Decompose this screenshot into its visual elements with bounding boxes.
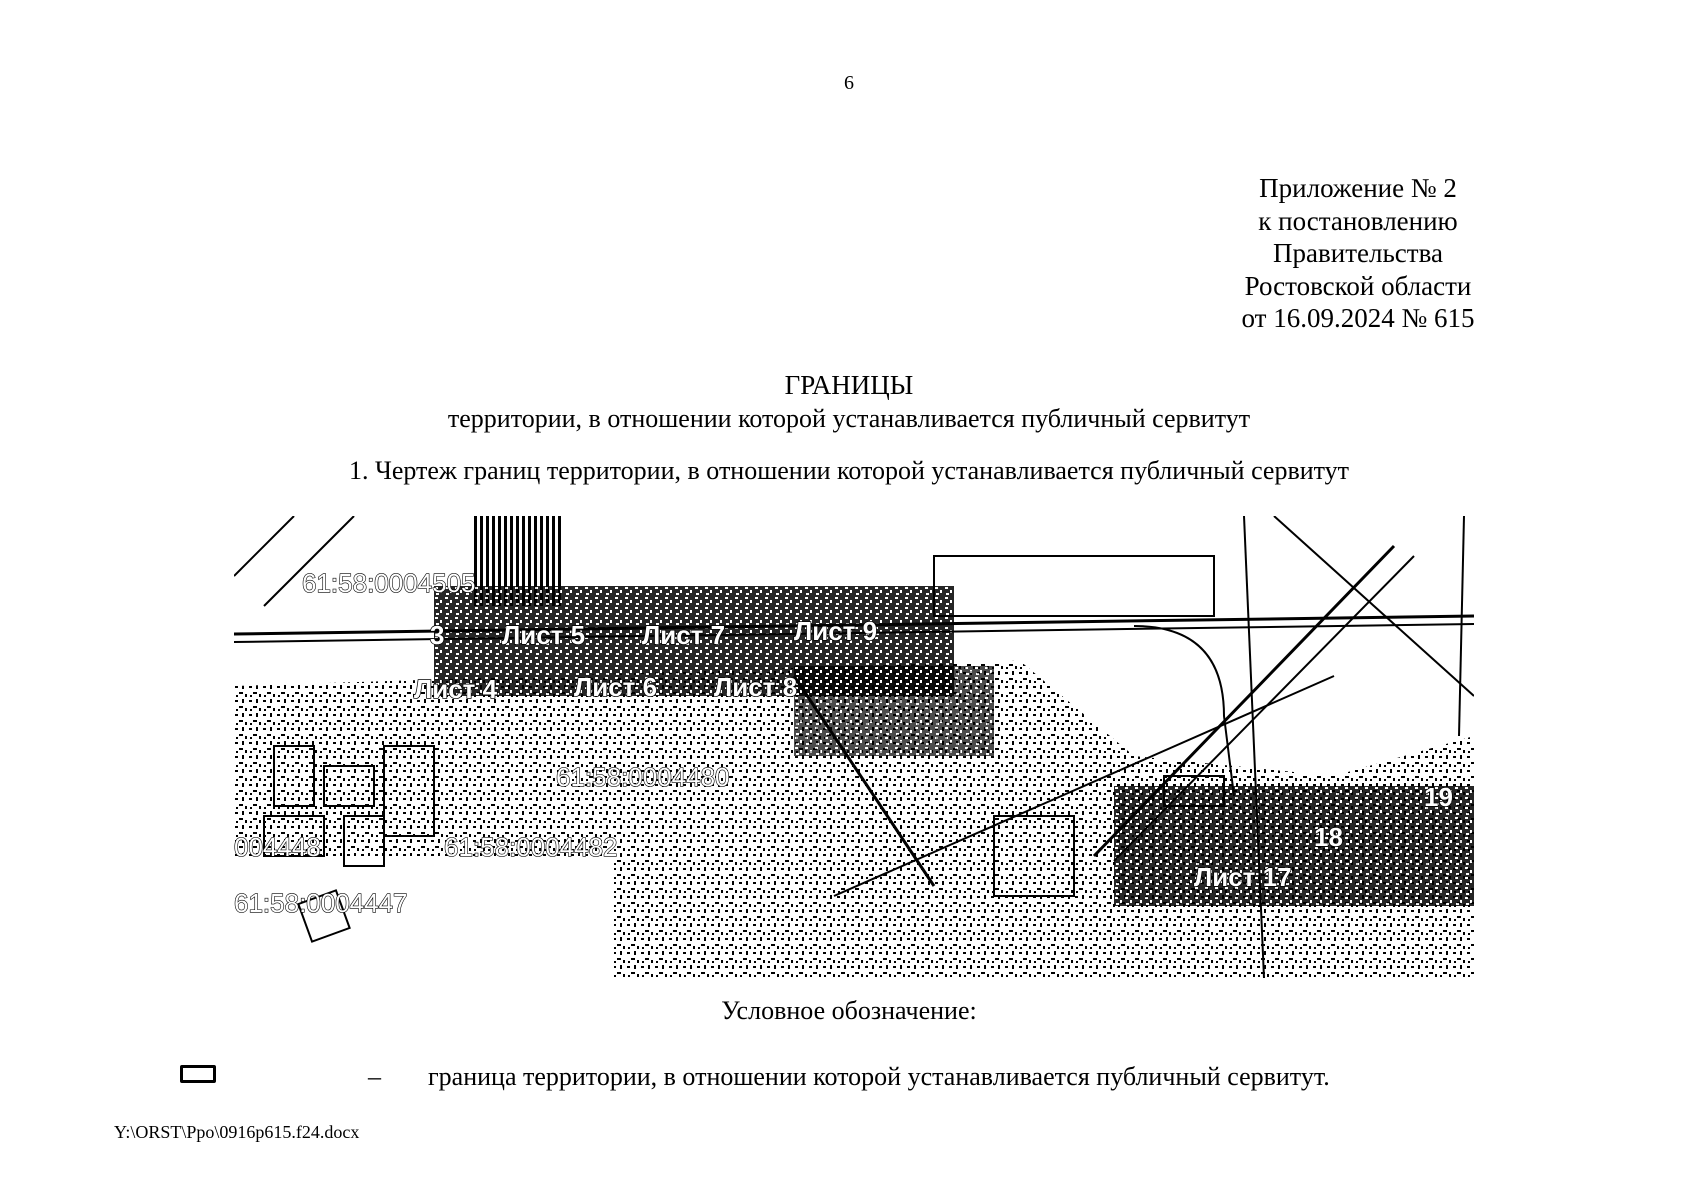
dense-block: [1114, 786, 1474, 906]
legend-title: Условное обозначение:: [721, 996, 977, 1025]
sheet-label: Лист 17: [1194, 862, 1292, 892]
section-title: 1. Чертеж границ территории, в отношении…: [348, 456, 1350, 485]
cadastral-labels: 61:58:0004505 61:58:0004480 004448 61:58…: [234, 567, 730, 918]
legend-text: граница территории, в отношении которой …: [428, 1062, 1330, 1091]
appendix-line: от 16.09.2024 № 615: [1241, 303, 1475, 333]
sheet-labels: 3 Лист 5 Лист 7 Лист 9 Лист 4 Лист 6 Лис…: [413, 615, 1453, 893]
sheet-label: Лист 8: [714, 672, 797, 702]
sheet-label: 18: [1314, 822, 1343, 852]
cadastral-label: 61:58:0004505: [302, 568, 476, 598]
boundary-legend-icon: [180, 1065, 216, 1083]
cadastral-label: 004448: [234, 832, 321, 862]
sheet-label: Лист 4: [414, 674, 498, 704]
legend-dash: –: [368, 1062, 381, 1091]
appendix-line: Правительства: [1273, 238, 1443, 268]
sheet-label: 19: [1424, 782, 1453, 812]
boundary-map: 61:58:0004505 61:58:0004480 004448 61:58…: [234, 516, 1474, 978]
page-number: 6: [844, 72, 854, 94]
sheet-label: Лист 5: [502, 620, 585, 650]
dense-block: [794, 666, 994, 756]
cadastral-label: 61:58:0004482: [444, 832, 618, 862]
cadastral-label: 61:58:0004447: [234, 888, 408, 918]
document-subheading: территории, в отношении которой устанавл…: [447, 404, 1251, 433]
sheet-label: Лист 9: [794, 616, 877, 646]
sheet-label: 3: [430, 620, 444, 650]
blank-area: [994, 516, 1474, 776]
document-heading: ГРАНИЦЫ: [784, 370, 914, 400]
file-path: Y:\ORST\Ppo\0916p615.f24.docx: [114, 1122, 360, 1142]
sheet-label: Лист 6: [574, 672, 657, 702]
cadastral-label: 61:58:0004480: [556, 762, 730, 792]
appendix-line: к постановлению: [1258, 205, 1458, 236]
appendix-line: Ростовской области: [1244, 270, 1472, 301]
road-lines: [234, 516, 1474, 978]
appendix-block: Приложение № 2 к постановлению Правитель…: [1198, 172, 1518, 335]
blank-area: [234, 856, 614, 978]
sheet-label: Лист 7: [642, 620, 725, 650]
appendix-line: Приложение № 2: [1259, 173, 1457, 203]
parcel-outlines: [263, 745, 1225, 943]
